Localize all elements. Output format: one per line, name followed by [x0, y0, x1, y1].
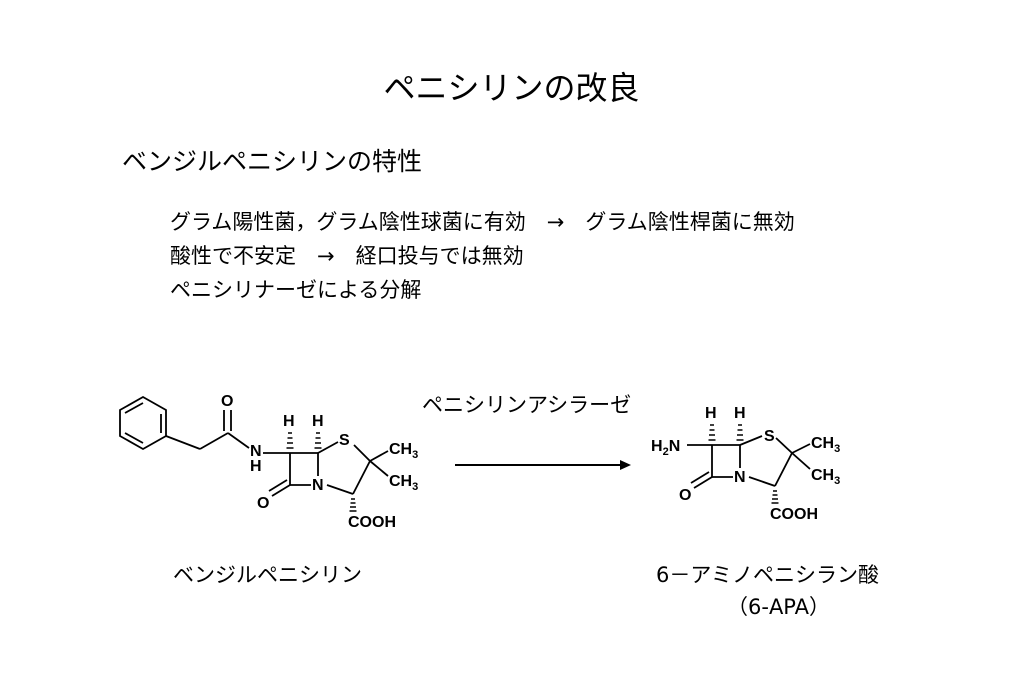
thiazolidine-bond: [775, 437, 793, 454]
property-line-acid-stability: 酸性で不安定 → 経口投与では無効: [170, 244, 524, 268]
atom-label: H: [250, 458, 262, 475]
product-abbreviation: （6-APA）: [727, 595, 830, 619]
atom-label: CH3: [811, 435, 840, 455]
property-line-penicillinase: ペニシリナーゼによる分解: [170, 278, 422, 302]
enzyme-label: ペニシリンアシラーゼ: [422, 393, 632, 417]
atom-label: H2N: [651, 438, 680, 458]
benzylpenicillin-structure: O N H H H S CH3 CH3 N O COOH: [119, 393, 418, 531]
stereo-hash-bonds: [286, 432, 357, 512]
thiazolidine-bond: [748, 476, 776, 487]
atom-label: O: [221, 393, 233, 410]
atom-label: CH3: [389, 441, 418, 461]
atom-label: CH3: [811, 467, 840, 487]
reaction-arrow: [455, 460, 631, 470]
thiazolidine-bond: [317, 441, 339, 454]
thiazolidine-bond: [326, 484, 354, 495]
benzene-inner-bond: [124, 432, 144, 444]
atom-label: N: [734, 469, 746, 486]
atom-label: CH3: [389, 473, 418, 493]
methyl-bond: [369, 450, 389, 462]
benzyl-bond: [165, 435, 201, 450]
6-apa-structure: H2N H H S CH3 CH3 N O COOH: [651, 405, 840, 523]
slide-title: ペニシリンの改良: [383, 69, 640, 107]
atom-label: N: [250, 443, 262, 460]
atom-label: S: [339, 432, 350, 449]
lactam-carbonyl-bond: [693, 476, 713, 489]
benzene-inner-bond: [124, 402, 144, 414]
thiazolidine-bond: [352, 460, 371, 495]
atom-label: COOH: [348, 514, 396, 531]
reactant-name: ベンジルペニシリン: [173, 563, 362, 587]
atom-label: O: [257, 495, 269, 512]
lactam-carbonyl-bond: [268, 479, 288, 492]
atom-label: H: [312, 413, 324, 430]
thiazolidine-bond: [353, 444, 371, 462]
atom-label: H: [734, 405, 746, 422]
atom-label: N: [312, 477, 324, 494]
atom-label: O: [679, 487, 691, 504]
methyl-bond: [791, 443, 811, 454]
atom-label: H: [283, 413, 295, 430]
methyl-bond: [791, 452, 811, 470]
benzylpenicillin-bonds: [119, 395, 389, 497]
benzene-ring: [119, 395, 167, 451]
amide-bond: [227, 432, 250, 449]
property-line-spectrum: グラム陽性菌，グラム陰性球菌に有効 → グラム陰性桿菌に無効: [170, 210, 795, 234]
thiazolidine-bond: [774, 452, 793, 487]
atom-label: COOH: [770, 506, 818, 523]
atom-label: S: [764, 428, 775, 445]
6-apa-bonds: [687, 435, 811, 489]
methylene-bond: [199, 432, 229, 450]
benzylpenicillin-atoms: O N H H H S CH3 CH3 N O COOH: [221, 393, 418, 531]
6-apa-atoms: H2N H H S CH3 CH3 N O COOH: [651, 405, 840, 523]
lactam-carbonyl-bond: [271, 484, 291, 497]
reaction-arrow-head: [620, 460, 631, 470]
stereo-hash-bonds: [708, 424, 779, 504]
thiazolidine-bond: [739, 435, 763, 446]
section-heading: ベンジルペニシリンの特性: [122, 147, 423, 176]
atom-label: H: [705, 405, 717, 422]
lactam-carbonyl-bond: [690, 471, 710, 484]
product-name: 6－アミノペニシラン酸: [656, 563, 879, 587]
methyl-bond: [369, 460, 389, 477]
